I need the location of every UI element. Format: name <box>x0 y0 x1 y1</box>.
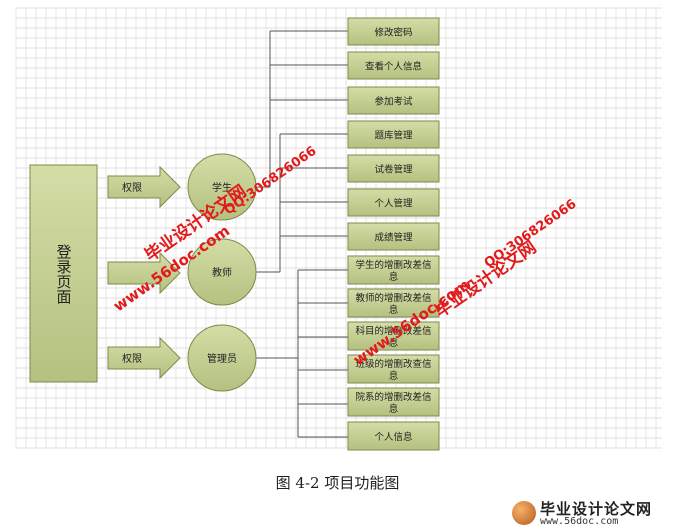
admin-functions-box-2-label: 息 <box>389 337 399 349</box>
admin-functions-box-4-label: 院系的增删改差信 <box>355 391 431 403</box>
admin-functions-box-5-label: 个人信息 <box>374 431 412 443</box>
login-page-box: 登录页面 <box>29 164 98 383</box>
admin-functions-box-5: 个人信息 <box>347 421 440 451</box>
student-functions-box-0-label: 修改密码 <box>374 27 412 39</box>
teacher-functions-box-2: 个人管理 <box>347 188 440 217</box>
function-boxes: 修改密码查看个人信息参加考试题库管理试卷管理个人管理成绩管理学生的增删改差信息教… <box>347 17 440 451</box>
connector-lines <box>256 30 348 438</box>
teacher-functions-box-2-label: 个人管理 <box>374 198 413 210</box>
arrow-label-admin: 权限 <box>122 352 142 365</box>
function-diagram: 登录页面 权限 权限 学生 教师 管理员 修改密码查看个人信息参加考试题库管理试… <box>15 7 662 451</box>
student-functions-box-0-rect <box>347 17 440 46</box>
admin-functions-box-0-label: 学生的增删改差信 <box>355 259 431 271</box>
student-functions-box-2-rect <box>347 86 440 115</box>
admin-functions-box-5-rect <box>347 421 440 451</box>
role-teacher-label: 教师 <box>212 266 232 279</box>
student-functions-box-1-rect <box>347 51 440 80</box>
permission-arrow-admin: 权限 <box>107 336 181 380</box>
permission-arrow-teacher <box>107 251 181 295</box>
teacher-functions-box-3: 成绩管理 <box>347 222 440 251</box>
role-teacher: 教师 <box>187 238 257 306</box>
admin-functions-box-4-rect <box>347 387 440 417</box>
role-admin: 管理员 <box>187 324 257 392</box>
student-functions-box-1-label: 查看个人信息 <box>365 61 422 73</box>
arrow-label-student: 权限 <box>122 181 142 194</box>
figure-caption: 图 4-2 项目功能图 <box>275 474 400 492</box>
admin-functions-box-1-rect <box>347 288 440 318</box>
admin-functions-box-3-label: 息 <box>389 370 399 382</box>
teacher-functions-box-1-label: 试卷管理 <box>374 164 413 176</box>
admin-functions-box-3-rect <box>347 354 440 384</box>
site-logo: 毕业设计论文网 www.56doc.com <box>512 498 672 528</box>
admin-functions-box-3-label: 班级的增删改查信 <box>355 358 431 370</box>
role-admin-label: 管理员 <box>207 352 237 365</box>
teacher-functions-box-3-label: 成绩管理 <box>374 232 413 244</box>
admin-functions-box-0-label: 息 <box>389 271 399 283</box>
admin-functions-box-2-rect <box>347 321 440 351</box>
admin-functions-box-2-label: 科目的增删改差信 <box>355 325 431 337</box>
teacher-functions-box-1-rect <box>347 154 440 183</box>
teacher-functions-box-1: 试卷管理 <box>347 154 440 183</box>
permission-arrow-student: 权限 <box>107 165 181 209</box>
role-student: 学生 <box>187 153 257 221</box>
logo-badge-icon <box>512 501 536 525</box>
login-page-label: 登录页面 <box>55 244 73 304</box>
teacher-functions-box-2-rect <box>347 188 440 217</box>
teacher-functions-box-0-label: 题库管理 <box>374 130 413 142</box>
admin-functions-box-0-rect <box>347 255 440 285</box>
student-functions-box-1: 查看个人信息 <box>347 51 440 80</box>
student-functions-box-0: 修改密码 <box>347 17 440 46</box>
admin-functions-box-1-label: 教师的增删改差信 <box>355 292 431 304</box>
grid-background <box>15 7 662 449</box>
teacher-functions-box-3-rect <box>347 222 440 251</box>
teacher-functions-box-0: 题库管理 <box>347 120 440 149</box>
student-functions-box-2: 参加考试 <box>347 86 440 115</box>
logo-site-url: www.56doc.com <box>540 516 619 527</box>
watermark-brand-right: 毕业设计论文网 <box>431 237 541 322</box>
teacher-functions-box-0-rect <box>347 120 440 149</box>
student-functions-box-2-label: 参加考试 <box>374 96 413 108</box>
role-student-label: 学生 <box>212 181 232 194</box>
admin-functions-box-4-label: 息 <box>389 403 399 415</box>
logo-title: 毕业设计论文网 <box>540 500 653 518</box>
admin-functions-box-1-label: 息 <box>389 304 399 316</box>
